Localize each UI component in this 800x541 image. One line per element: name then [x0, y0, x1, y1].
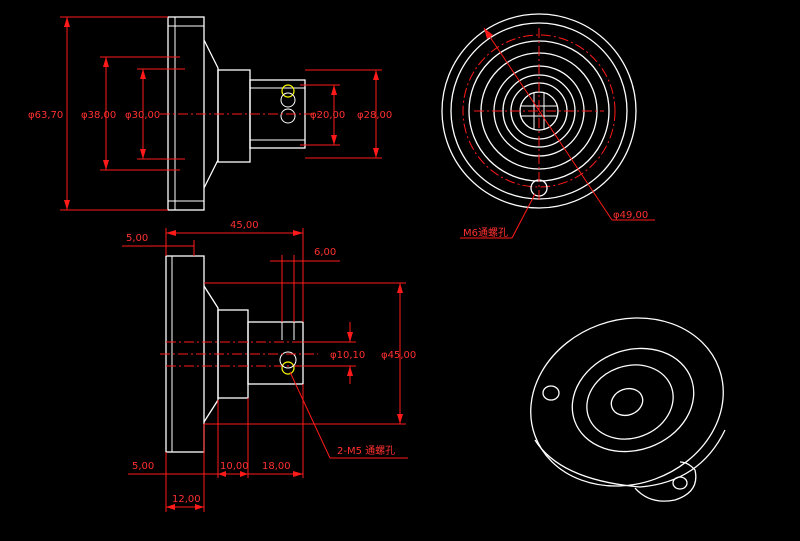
iso-center-bore [610, 387, 644, 417]
iso-flange-side [534, 429, 726, 488]
front-tap-hole-ring [280, 92, 296, 108]
dim-text-l6: 6,00 [314, 247, 336, 258]
arrowhead [293, 471, 303, 477]
dim-text-l12: 12,00 [172, 494, 201, 505]
arrowhead [64, 200, 70, 210]
iso-m6-hole [542, 385, 560, 401]
arrowhead [293, 230, 303, 236]
dim-text-d10: φ10,10 [330, 350, 365, 361]
arrowhead [331, 85, 337, 95]
front-tap-hole-upper [281, 84, 295, 98]
iso-shaft-stub [634, 461, 697, 502]
label-m6: M6通螺孔 [463, 227, 508, 239]
arrowhead [166, 504, 175, 510]
dim-text-l5-bottom: 5,00 [132, 461, 154, 472]
dim-text-l5-top: 5,00 [126, 233, 148, 244]
dim-text-d20: φ20,00 [310, 110, 345, 121]
leader-m5 [289, 371, 331, 459]
front-view: φ63,70 φ38,00 φ30,00 φ20,00 φ28,00 [28, 16, 392, 211]
arrowhead [331, 135, 337, 145]
arrowhead [195, 504, 204, 510]
arrowhead [103, 57, 109, 67]
dim-text-d38: φ38,00 [81, 110, 116, 121]
section-shaft-outline [247, 321, 304, 385]
arrowhead [397, 414, 403, 424]
arrowhead [347, 366, 353, 376]
section-tap-hole [281, 361, 295, 375]
top-shaft-inner-circle [502, 74, 576, 148]
iso-outer-face [530, 317, 724, 487]
arrowhead [373, 148, 379, 158]
dim-text-d30: φ30,00 [125, 110, 160, 121]
top-outer-circle [441, 13, 637, 209]
arrowhead [240, 471, 248, 477]
top-bolt-circle [462, 34, 616, 188]
dim-text-d63: φ63,70 [28, 110, 63, 121]
dim-text-d45: φ45,00 [381, 350, 416, 361]
iso-hub-outer [571, 347, 695, 453]
arrowhead [373, 70, 379, 80]
section-view: 45,00 5,00 6,00 φ10,10 φ45,00 5,00 [122, 220, 416, 512]
dim-text-l10: 10,00 [220, 461, 249, 472]
leader-m6 [511, 193, 536, 239]
isometric-view [530, 317, 726, 502]
arrowhead [103, 160, 109, 170]
dim-line-d49 [483, 27, 613, 221]
dim-text-l18: 18,00 [262, 461, 291, 472]
section-tap-hole-ring [279, 351, 297, 369]
iso-shaft-hole [672, 476, 688, 490]
front-hub-outline [217, 69, 251, 163]
dim-text-d49: φ49,00 [613, 210, 648, 221]
arrowhead [140, 69, 146, 79]
front-tap-hole-lower [280, 108, 296, 124]
dim-text-d28: φ28,00 [357, 110, 392, 121]
arrowhead [140, 149, 146, 159]
arrowhead [484, 28, 493, 39]
dim-text-l45: 45,00 [230, 220, 259, 231]
arrowhead [218, 471, 226, 477]
label-m5: 2-M5 通螺孔 [337, 445, 395, 457]
top-view: φ49,00 M6通螺孔 [441, 13, 655, 239]
iso-hub-inner [586, 364, 674, 440]
arrowhead [347, 332, 353, 342]
arrowhead [64, 17, 70, 27]
arrowhead [166, 230, 176, 236]
arrowhead [397, 283, 403, 293]
